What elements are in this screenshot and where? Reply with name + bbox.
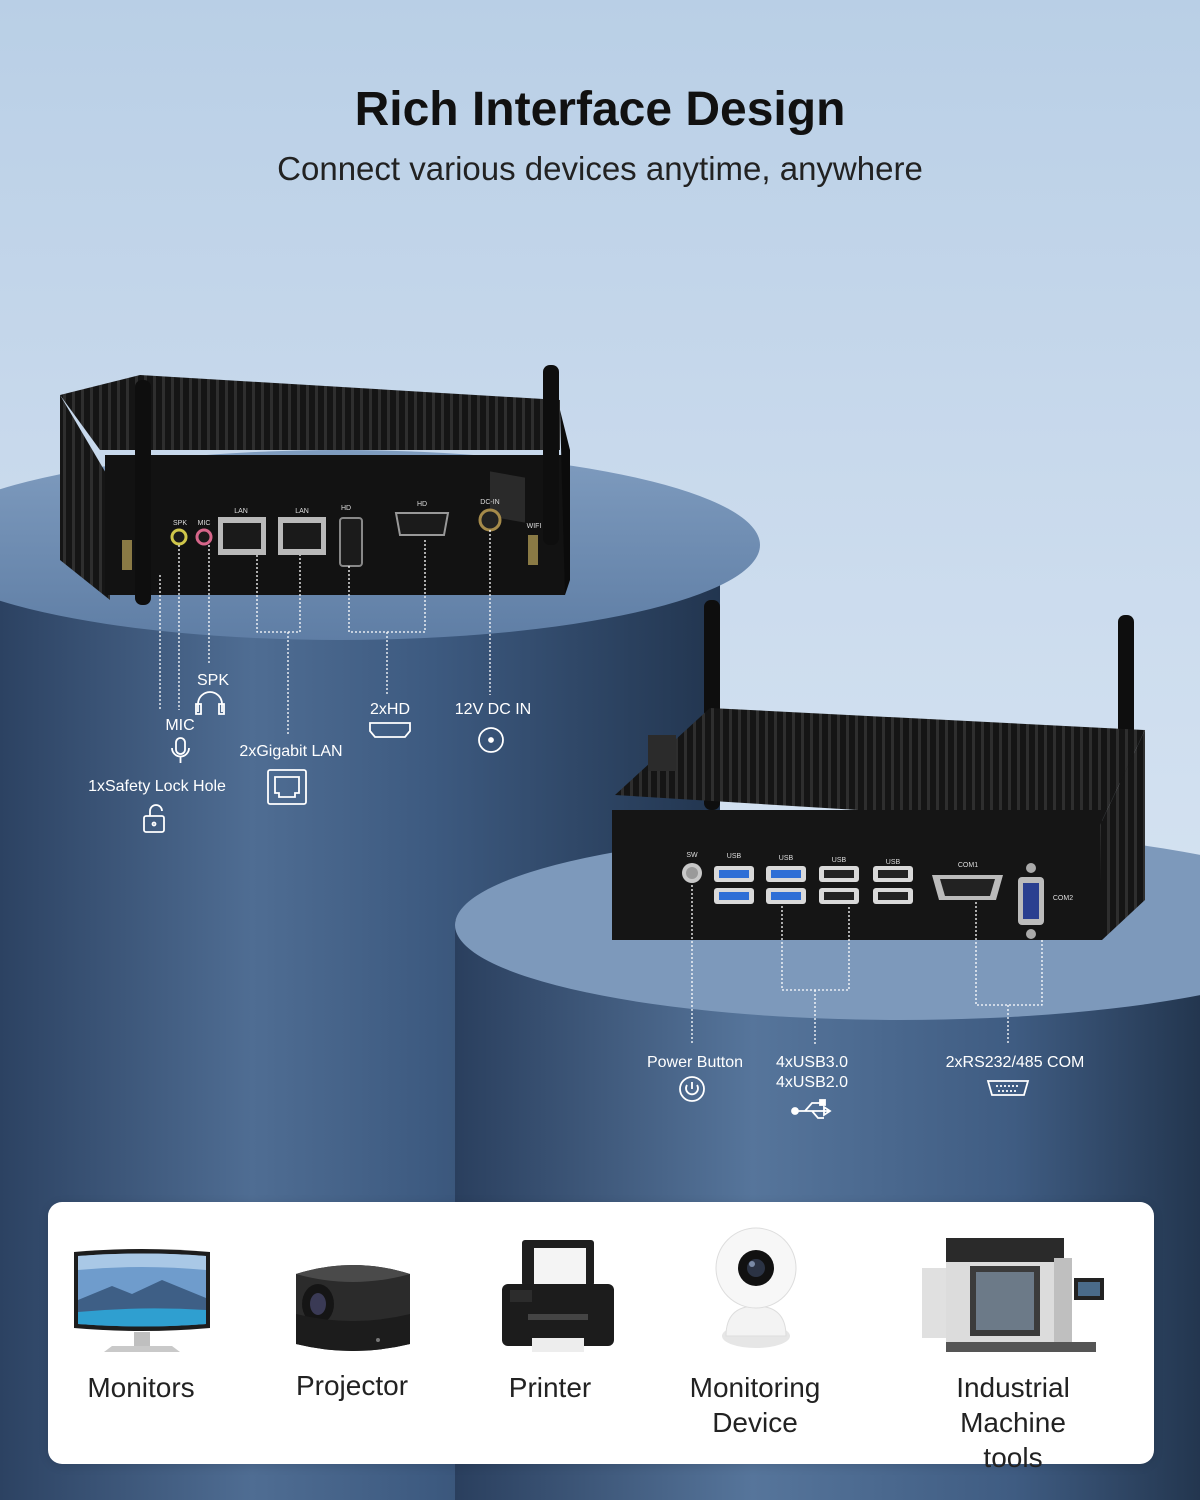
safety-lock-label: 1xSafety Lock Hole <box>88 778 226 795</box>
compatible-devices-panel: Monitors Projector Printer Monitoring De… <box>48 1202 1154 1473</box>
silk-hd1: HD <box>341 505 351 512</box>
silk-sw: SW <box>686 852 698 859</box>
printer-label: Printer <box>508 1372 592 1403</box>
silk-lan2: LAN <box>295 508 309 515</box>
silk-lan1: LAN <box>234 508 248 515</box>
power-icon <box>679 1076 705 1102</box>
headphone-icon <box>195 691 225 715</box>
silk-usb2: USB <box>779 855 794 862</box>
mic-label: MIC <box>165 717 195 734</box>
hd-label: 2xHD <box>369 701 411 718</box>
silk-usb3: USB <box>832 857 847 864</box>
com-label: 2xRS232/485 COM <box>945 1054 1085 1071</box>
silk-mic: MIC <box>198 520 211 527</box>
silk-com2: COM2 <box>1053 895 1073 902</box>
silk-com1: COM1 <box>958 862 978 869</box>
projector-image <box>296 1265 410 1351</box>
monitors-label: Monitors <box>87 1372 195 1403</box>
gigabit-lan-label: 2xGigabit LAN <box>239 743 343 760</box>
serial-port-icon <box>986 1080 1030 1096</box>
callout-lines-1 <box>159 530 491 735</box>
projector-label: Projector <box>295 1370 409 1401</box>
hdmi-port-icon <box>369 722 411 738</box>
dc-in-icon <box>478 727 504 753</box>
spk-label: SPK <box>196 672 230 689</box>
ethernet-port-icon <box>267 769 307 805</box>
callout-lines-2 <box>691 885 1043 1045</box>
lock-icon <box>143 804 165 833</box>
printer-image <box>502 1240 614 1352</box>
dc-in-label: 12V DC IN <box>454 701 532 718</box>
usb2-label: 4xUSB2.0 <box>775 1074 849 1091</box>
usb3-label: 4xUSB3.0 <box>775 1054 849 1071</box>
mini-pc-rear: SPK MIC LAN LAN HD HD DC-IN WIFI <box>60 365 570 605</box>
silk-hd2: HD <box>417 501 427 508</box>
cnc-machine-image <box>922 1238 1104 1352</box>
silk-wifi: WIFI <box>527 523 542 530</box>
monitor-image <box>74 1249 210 1352</box>
monitoring-device-label: Monitoring Device <box>689 1372 821 1438</box>
power-button-label: Power Button <box>646 1054 744 1071</box>
microphone-icon <box>171 737 190 763</box>
page-subtitle: Connect various devices anytime, anywher… <box>277 150 923 187</box>
industrial-machine-tools-label: Industrial Machine tools <box>956 1372 1070 1473</box>
usb-icon <box>791 1099 832 1119</box>
silk-spk: SPK <box>173 520 187 527</box>
silk-usb1: USB <box>727 853 742 860</box>
mini-pc-front: SW USB USB USB USB COM1 COM2 <box>612 600 1145 940</box>
page-title: Rich Interface Design <box>354 83 846 136</box>
silk-dcin: DC-IN <box>480 499 499 506</box>
silk-usb4: USB <box>886 859 901 866</box>
security-camera-image <box>715 1227 797 1348</box>
